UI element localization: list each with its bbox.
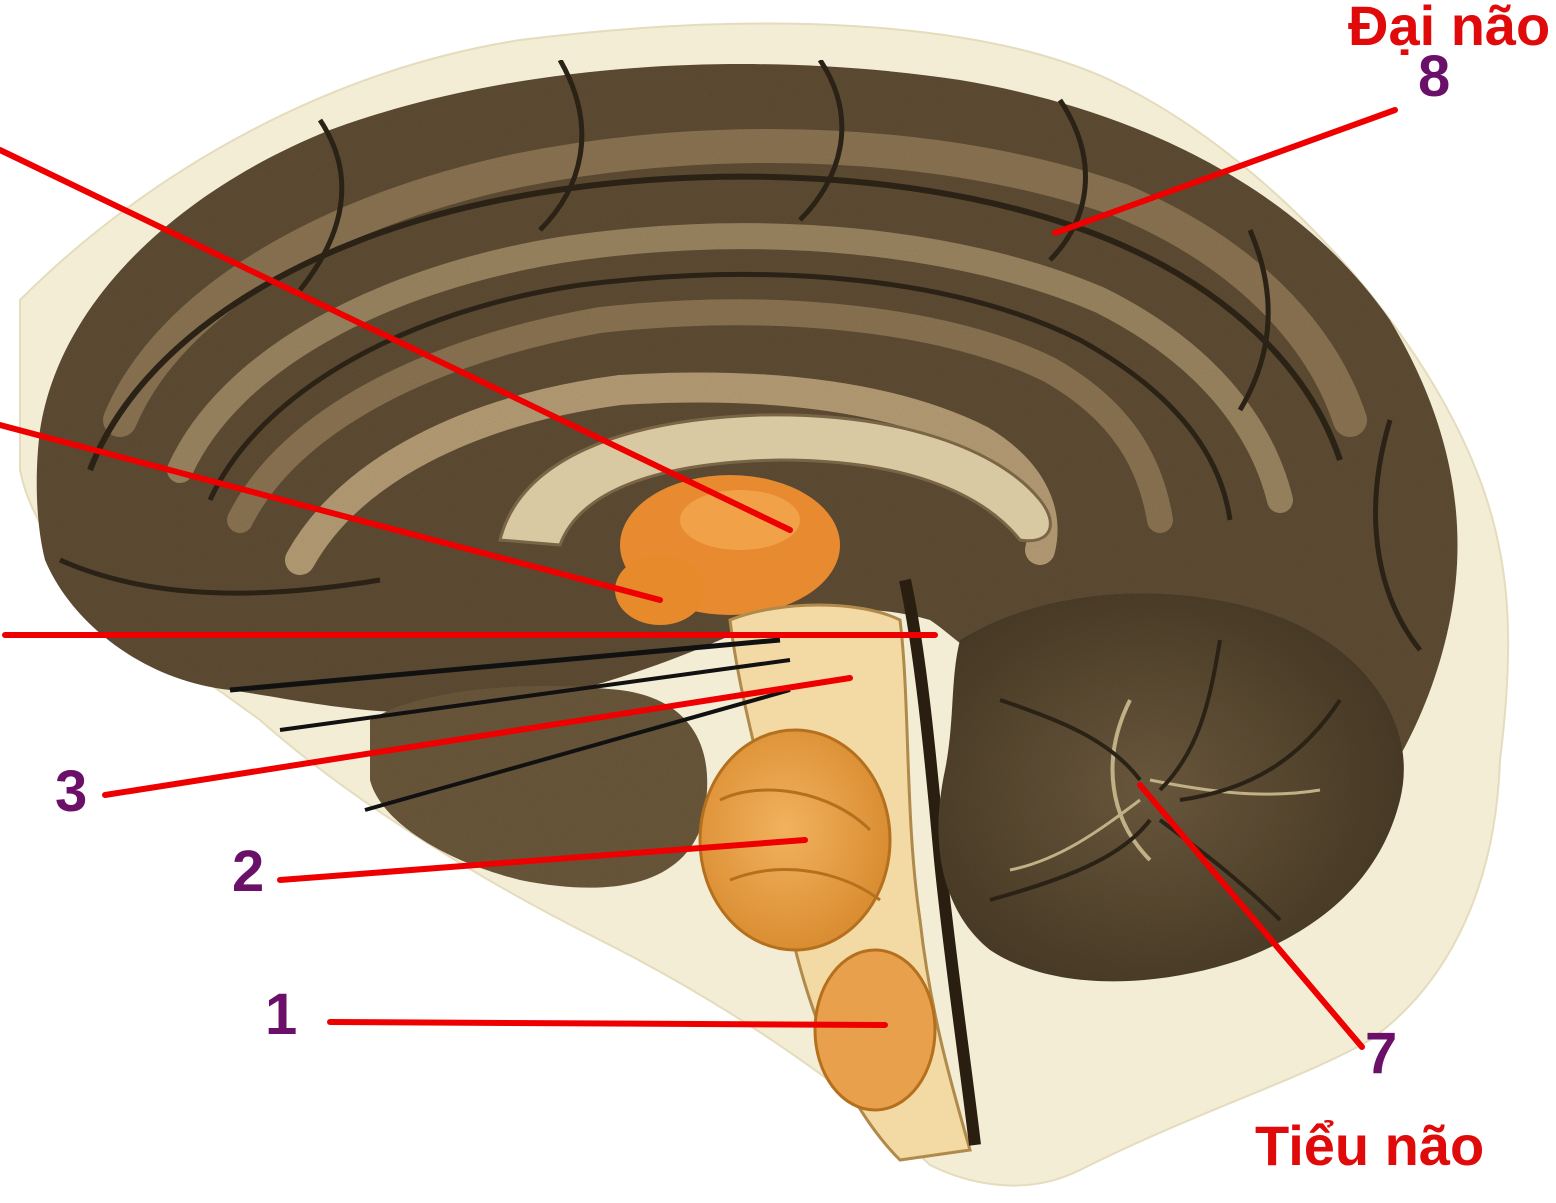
leader-line-1 — [330, 1022, 885, 1025]
label-8: 8 — [1418, 48, 1450, 106]
label-2: 2 — [232, 843, 264, 901]
label-3: 3 — [55, 763, 87, 821]
label-7: 7 — [1365, 1025, 1397, 1083]
label-1: 1 — [265, 986, 297, 1044]
label-cerebellum: Tiểu não — [1255, 1118, 1484, 1174]
medulla-shape — [815, 950, 935, 1110]
